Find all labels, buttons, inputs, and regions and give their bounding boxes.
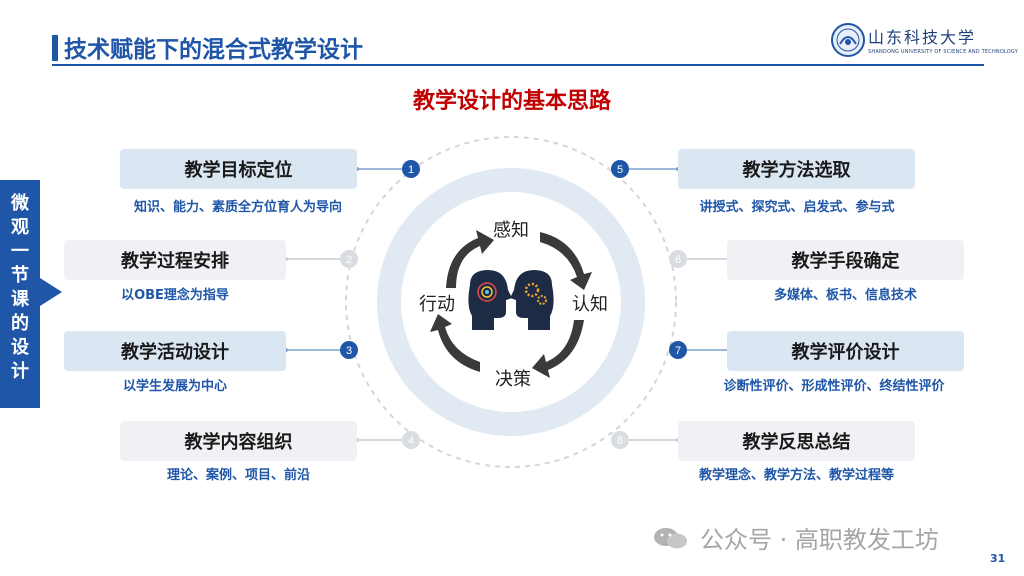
item-desc-7: 诊断性评价、形成性评价、终结性评价 <box>723 379 945 394</box>
cycle-arrows-icon <box>430 230 592 378</box>
item-desc-8: 教学理念、教学方法、教学过程等 <box>698 468 894 483</box>
head-left-icon <box>468 270 512 330</box>
item-title: 教学活动设计 <box>121 342 229 363</box>
cycle-label-bottom: 决策 <box>495 369 531 390</box>
item-desc-4: 理论、案例、项目、前沿 <box>166 468 310 483</box>
badge-number: 1 <box>408 164 414 176</box>
side-tab: 微 观 一 节 课 的 设 计 <box>0 180 40 408</box>
university-name-english: SHANDONG UNIVERSITY OF SCIENCE AND TECHN… <box>868 49 1019 55</box>
item-title: 教学手段确定 <box>791 251 900 272</box>
badge-number: 8 <box>617 435 623 447</box>
badge-number: 6 <box>675 254 681 266</box>
item-box-7: 教学评价设计 <box>727 331 964 371</box>
item-title: 教学内容组织 <box>184 432 293 453</box>
item-box-1: 教学目标定位 <box>120 149 357 189</box>
side-tab-char: 微 <box>11 193 29 214</box>
university-name: 山东科技大学 <box>868 28 977 47</box>
item-title: 教学评价设计 <box>791 342 900 363</box>
item-title: 教学反思总结 <box>742 432 851 453</box>
outer-dashed-ring <box>345 136 677 468</box>
side-tab-char: 观 <box>11 217 29 238</box>
title-accent-bar <box>52 35 58 61</box>
cycle-label-top: 感知 <box>493 220 529 241</box>
item-desc-2: 以OBE理念为指导 <box>121 288 229 303</box>
side-tab-char: 计 <box>11 361 29 382</box>
page-title: 技术赋能下的混合式教学设计 <box>64 37 363 63</box>
badge-number: 3 <box>346 345 352 357</box>
side-tab-arrow-icon <box>40 278 62 306</box>
item-box-3: 教学活动设计 <box>64 331 286 371</box>
item-desc-1: 知识、能力、素质全方位育人为导向 <box>133 200 342 215</box>
side-tab-char: 的 <box>11 313 29 334</box>
item-box-5: 教学方法选取 <box>678 149 915 189</box>
page-number: 31 <box>990 552 1006 565</box>
wechat-icon <box>654 528 687 549</box>
item-title: 教学目标定位 <box>184 160 293 181</box>
item-box-2: 教学过程安排 <box>64 240 286 280</box>
side-tab-char: 节 <box>11 265 29 286</box>
watermark: 公众号 · 高职教发工坊 <box>700 526 939 554</box>
cycle-label-left: 行动 <box>419 294 455 315</box>
item-desc-6: 多媒体、板书、信息技术 <box>773 288 917 303</box>
head-right-icon <box>510 270 554 330</box>
item-desc-5: 讲授式、探究式、启发式、参与式 <box>699 200 895 215</box>
section-subtitle: 教学设计的基本思路 <box>412 89 611 114</box>
badge-number: 4 <box>408 435 414 447</box>
item-desc-3: 以学生发展为中心 <box>122 379 227 394</box>
item-box-8: 教学反思总结 <box>678 421 915 461</box>
side-tab-char: 设 <box>11 337 29 358</box>
header-divider <box>52 64 984 66</box>
item-box-4: 教学内容组织 <box>120 421 357 461</box>
item-title: 教学方法选取 <box>742 160 851 181</box>
side-tab-char: 一 <box>11 241 29 262</box>
badge-number: 7 <box>675 345 681 357</box>
university-logo-icon <box>831 23 865 57</box>
badge-number: 5 <box>617 164 623 176</box>
badge-number: 2 <box>346 254 352 266</box>
side-tab-char: 课 <box>11 289 29 310</box>
item-box-6: 教学手段确定 <box>727 240 964 280</box>
item-title: 教学过程安排 <box>121 251 229 272</box>
cycle-label-right: 认知 <box>572 294 608 315</box>
